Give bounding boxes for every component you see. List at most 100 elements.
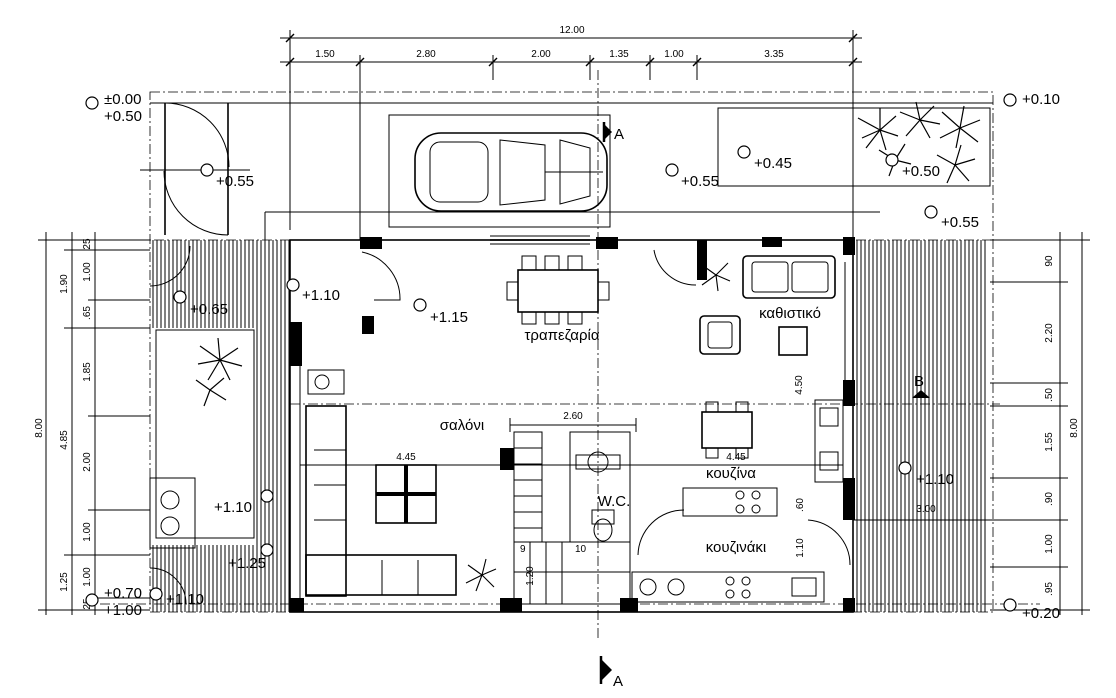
- dim-left-in-5: 2.00: [82, 452, 93, 472]
- dim-right-1: 90: [1044, 255, 1055, 267]
- east-terrace: [853, 240, 990, 612]
- dim-left-in-4: 1.85: [82, 362, 93, 382]
- sofa-l-icon: [305, 405, 457, 597]
- plant-cluster-icon: [857, 101, 981, 184]
- garden-bed-top: [717, 101, 991, 187]
- dim-stair-width: 2.60: [563, 411, 583, 422]
- level-000: ±0.00: [104, 91, 141, 108]
- west-terrace: [149, 240, 290, 612]
- left-dimension-chain: 8.00 1.90 4.85 1.25 25 1.00 .65 1.85 2.0…: [34, 232, 150, 615]
- sink-icon: [791, 577, 817, 597]
- dim-left-in-2: 1.00: [82, 262, 93, 282]
- dim-right-5: .90: [1044, 492, 1055, 506]
- level-065: +0.65: [190, 301, 228, 318]
- level-125: +1.25: [228, 555, 266, 572]
- parking-space: [388, 114, 611, 228]
- dryer-icon: [667, 578, 685, 596]
- kitchen-table-icon: [701, 401, 753, 459]
- dim-seg-5: 1.00: [664, 49, 684, 60]
- dim-left-in-7: 1.00: [82, 567, 93, 587]
- dim-wc-width: 1.20: [525, 566, 536, 586]
- dim-right-7: .95: [1044, 582, 1055, 596]
- section-a-top-label: A: [614, 126, 624, 143]
- section-a-bottom-label: A: [613, 673, 623, 690]
- dim-left-mid-3: 1.25: [59, 572, 70, 592]
- washer-icon: [639, 578, 657, 596]
- room-label-lounge: καθιστικό: [759, 305, 821, 322]
- dim-kitchenette-1: .60: [795, 498, 806, 512]
- dining-table-icon: [506, 255, 610, 325]
- dim-terrace-width: 3.00: [916, 504, 936, 515]
- armchair-icon: [699, 315, 741, 355]
- dim-right-total: 8.00: [1069, 418, 1080, 438]
- top-dimension-chain: 12.00 1.50 2.80 2.00 1.35 1.00 3.35: [280, 25, 862, 240]
- level-050-entrance: +0.50: [104, 108, 142, 125]
- lounge-furniture: [699, 255, 836, 356]
- section-b-label: B: [914, 373, 924, 390]
- living-furniture: [305, 369, 497, 597]
- level-055-right: +0.55: [941, 214, 979, 231]
- level-100: +1.00: [104, 602, 142, 619]
- room-label-living: σαλόνι: [440, 417, 484, 434]
- room-label-dining: τραπεζαρία: [525, 327, 600, 344]
- dim-seg-1: 1.50: [315, 49, 335, 60]
- dim-left-total: 8.00: [34, 418, 45, 438]
- dim-seg-3: 2.00: [531, 49, 551, 60]
- kitchenette-fixtures: [631, 571, 825, 603]
- dim-kitchen-width: 4.45: [726, 452, 746, 463]
- plant-icon: [701, 262, 731, 292]
- dim-living-width: 4.45: [396, 452, 416, 463]
- level-020: +0.20: [1022, 605, 1060, 622]
- plant-icon: [195, 337, 243, 407]
- dim-left-in-6: 1.00: [82, 522, 93, 542]
- level-110-east: +1.10: [916, 471, 954, 488]
- wc-fixtures: [575, 451, 621, 542]
- dim-left-mid-2: 4.85: [59, 430, 70, 450]
- dim-right-6: 1.00: [1044, 534, 1055, 554]
- cooktop-icon: [735, 490, 761, 514]
- coffee-table-icon: [375, 464, 437, 524]
- room-label-kitchenette: κουζινάκι: [706, 539, 767, 556]
- level-070: +0.70: [104, 585, 142, 602]
- bbq-icon: [149, 477, 196, 549]
- section-mark-b: B: [912, 373, 930, 398]
- dim-right-2: 2.20: [1044, 323, 1055, 343]
- level-115: +1.15: [430, 309, 468, 326]
- car-icon: [414, 132, 608, 212]
- dim-left-in-1: 25: [82, 238, 93, 250]
- sink-icon: [819, 407, 839, 471]
- stair-step-10: 10: [575, 544, 587, 555]
- stair-step-9: 9: [520, 544, 526, 555]
- kitchen-fixtures: [682, 399, 844, 517]
- level-055-gate: +0.55: [216, 173, 254, 190]
- section-mark-a-top: A: [602, 122, 624, 143]
- right-dimension-chain: 8.00 90 2.20 .50 1.55 .90 1.00 .95: [990, 232, 1090, 615]
- dim-seg-2: 2.80: [416, 49, 436, 60]
- level-110-west-steps: +1.10: [166, 591, 204, 608]
- room-label-wc: W.C.: [598, 493, 631, 510]
- plant-icon: [465, 558, 497, 592]
- level-markers: [85, 93, 1017, 612]
- level-110-terrace: +1.10: [214, 499, 252, 516]
- dim-left-mid-1: 1.90: [59, 274, 70, 294]
- dim-kitchen-depth: 4.50: [794, 375, 805, 395]
- dim-total-width: 12.00: [559, 25, 584, 36]
- level-110-porch: +1.10: [302, 287, 340, 304]
- fireplace-icon: [307, 369, 345, 395]
- dim-seg-6: 3.35: [764, 49, 784, 60]
- dim-kitchenette-2: 1.10: [795, 538, 806, 558]
- level-010: +0.10: [1022, 91, 1060, 108]
- dim-left-in-3: .65: [82, 306, 93, 320]
- entrance-gate: [140, 102, 250, 236]
- dim-right-4: 1.55: [1044, 432, 1055, 452]
- dim-seg-4: 1.35: [609, 49, 629, 60]
- side-table-icon: [778, 326, 808, 356]
- level-045: +0.45: [754, 155, 792, 172]
- room-label-kitchen: κουζίνα: [706, 465, 756, 482]
- staircase: 9 10: [509, 418, 637, 605]
- cooktop-icon: [725, 576, 751, 599]
- section-mark-a-bottom: A: [599, 656, 623, 690]
- level-050-garden: +0.50: [902, 163, 940, 180]
- level-055-drive: +0.55: [681, 173, 719, 190]
